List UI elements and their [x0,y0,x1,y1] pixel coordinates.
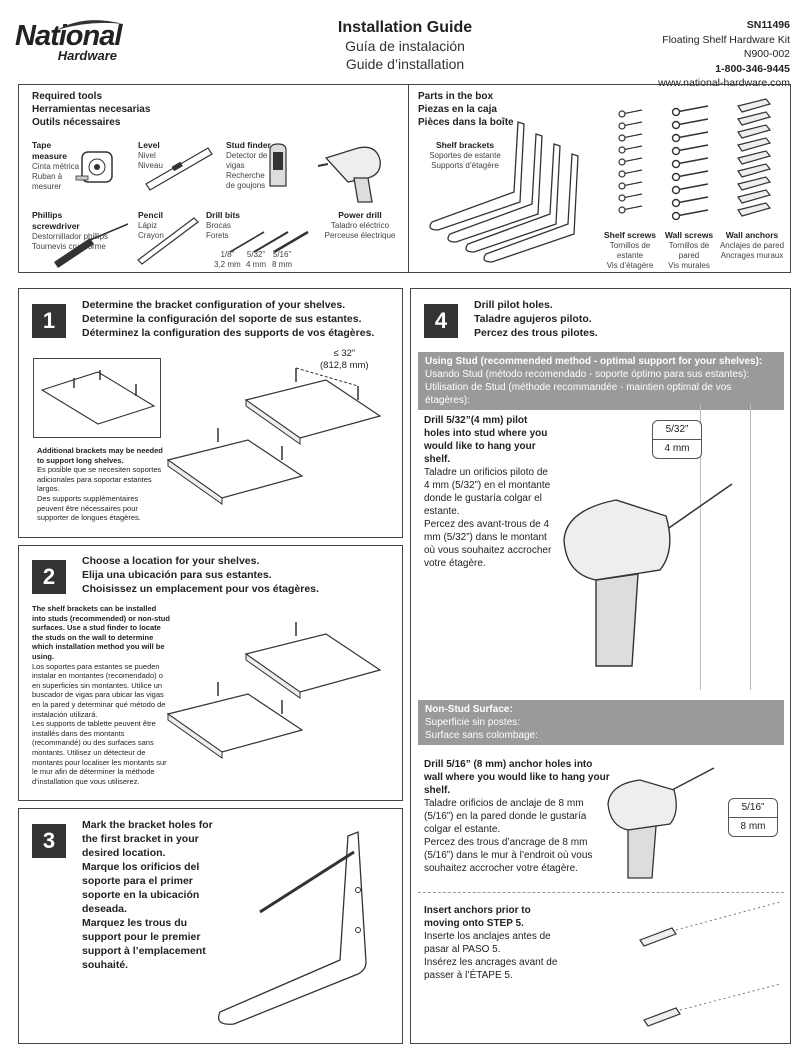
step1-number: 1 [32,304,66,338]
stud-finder-icon [269,143,287,187]
nonstud-method-text: Drill 5/16” (8 mm) anchor holes into wal… [424,759,610,874]
step2-text: The shelf brackets can be installed into… [32,604,170,786]
anchor-insert-icon-2 [643,983,781,1027]
step3-title: Mark the bracket holes for the first bra… [82,819,213,971]
title-fr: Guide d’installation [345,55,465,72]
stud-drill-icon [563,483,733,667]
phone-number: 1-800-346-9445 [715,62,790,75]
shelf-screws-icon [618,109,643,214]
tape-measure-icon [75,151,113,183]
step3-bracket-icon [217,831,367,1025]
model-number: N900-002 [743,48,790,60]
step4-number: 4 [424,304,458,338]
step3-number: 3 [32,824,66,858]
title-en: Installation Guide [337,19,473,36]
step2-box [18,545,403,801]
wall-screws-icon [671,105,709,221]
product-info: SN11496 Floating Shelf Hardware Kit N900… [658,18,790,91]
nonstud-bit-callout: 5/16”8 mm [728,798,778,837]
parts-title: Parts in the box Piezas en la caja Pièce… [418,91,514,128]
tools-parts-divider [408,84,409,273]
required-tools-title: Required tools Herramientas necesarias O… [32,91,151,128]
step1-inset [33,358,161,438]
shelf-brackets-icon [429,121,579,263]
product-name: Floating Shelf Hardware Kit [662,33,790,46]
stud-method-text: Drill 5/32”(4 mm) pilot holes into stud … [424,415,552,569]
step4-box [410,288,791,1044]
step1-box [18,288,403,538]
stud-lines-2 [750,404,751,690]
wall-anchors-icon [737,98,772,217]
step3-box [18,808,403,1044]
stud-method-bar: Using Stud (recommended method - optimal… [418,352,784,410]
bit-size-1: 1/8”3,2 mm [214,250,241,269]
title-es: Guía de instalación [345,38,465,54]
anchor-divider [418,892,784,893]
stud-lines [700,404,701,690]
logo-swoosh-icon [57,20,123,30]
bit-size-3: 5/16”8 mm [272,250,292,269]
long-shelf-icon [40,370,156,425]
step1-title: Determine the bracket configuration of y… [82,299,375,339]
screwdriver-icon [54,223,129,268]
bit-size-2: 5/32”4 mm [246,250,266,269]
step2-number: 2 [32,560,66,594]
step4-title: Drill pilot holes. Taladre agujeros pilo… [474,299,598,339]
nonstud-method-bar: Non-Stud Surface:Superficie sin postes:S… [418,700,784,745]
drill-bits-icon [229,230,309,254]
website: www.national-hardware.com [658,77,790,89]
tools-parts-box [18,84,791,273]
pencil-icon [137,217,199,265]
logo-line2: Hardware [57,48,117,63]
level-icon [145,147,213,191]
step2-title: Choose a location for your shelves. Elij… [82,555,319,595]
step1-shelves-icon [166,367,382,505]
guide-titles: Installation Guide Guía de instalación G… [300,18,510,73]
step1-note: Additional brackets may be needed to sup… [37,446,163,523]
nonstud-drill-icon [607,767,715,879]
power-drill-icon [317,146,381,203]
sku: SN11496 [746,19,790,31]
step2-shelves-icon [166,622,382,759]
anchor-text: Insert anchors prior to moving onto STEP… [424,905,558,981]
step1-spacing-label: ≤ 32”(812,8 mm) [320,348,369,371]
stud-bit-callout: 5/32”4 mm [652,420,702,459]
anchor-insert-icon-1 [639,901,781,947]
